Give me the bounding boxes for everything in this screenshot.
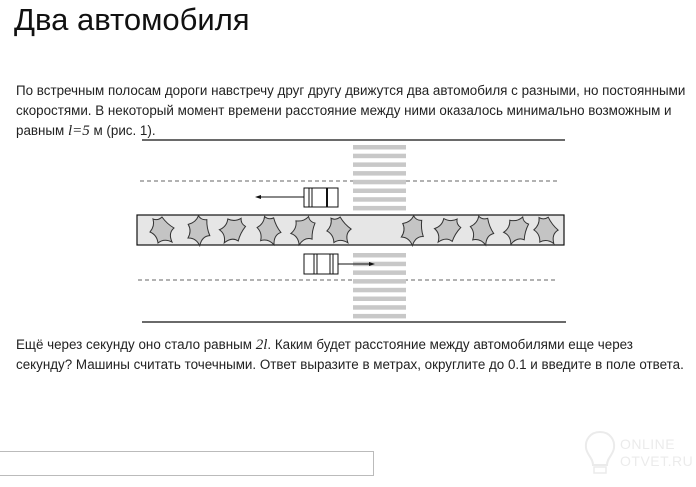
- page-title: Два автомобиля: [14, 2, 250, 37]
- crosswalk-stripe: [353, 179, 406, 185]
- answer-input[interactable]: [0, 451, 374, 476]
- bush: [218, 217, 247, 245]
- lightbulb-icon: [584, 430, 616, 474]
- bush: [149, 216, 175, 244]
- crosswalk-stripe: [353, 153, 406, 159]
- question-text: Ещё через секунду оно стало равным 2l. К…: [16, 335, 686, 375]
- car-lower: [303, 253, 375, 275]
- crosswalk-stripe: [353, 171, 406, 176]
- watermark-line1: ONLINE: [620, 436, 676, 452]
- bush: [187, 214, 211, 248]
- statement-text: По встречным полосам дороги навстречу др…: [16, 83, 686, 138]
- crosswalk-stripe: [353, 270, 406, 275]
- bush: [256, 215, 282, 247]
- crosswalk-stripe: [353, 305, 406, 310]
- statement-text-end: м (рис. 1).: [89, 123, 156, 138]
- crosswalk-stripe: [353, 188, 406, 193]
- crosswalk-stripe: [353, 253, 406, 258]
- road-edges: [142, 139, 566, 323]
- crosswalk-stripe: [353, 313, 406, 319]
- question-text-start: Ещё через секунду оно стало равным: [16, 337, 256, 352]
- crosswalk-stripe: [353, 279, 406, 284]
- question-text-end: . Каким будет расстояние между автомобил…: [16, 337, 684, 372]
- car-upper: [255, 187, 339, 208]
- bush: [533, 216, 560, 245]
- lane-dividers: [138, 180, 560, 281]
- crosswalk-stripe: [353, 261, 406, 267]
- bush: [433, 217, 462, 244]
- crosswalk: [353, 145, 406, 319]
- crosswalk-stripe: [353, 162, 406, 167]
- crosswalk-stripe: [353, 145, 406, 150]
- bush: [289, 215, 316, 247]
- bush: [400, 214, 424, 248]
- crosswalk-stripe: [353, 296, 406, 301]
- crosswalk-stripe: [353, 287, 406, 293]
- bush: [326, 216, 353, 244]
- watermark-line2: OTVET.RU: [620, 453, 694, 469]
- crosswalk-stripe: [353, 205, 406, 211]
- problem-statement: По встречным полосам дороги навстречу др…: [16, 81, 686, 141]
- bush: [469, 215, 495, 247]
- bush: [502, 215, 530, 246]
- bushes: [149, 214, 560, 248]
- distance-formula: l=5: [67, 123, 90, 139]
- crosswalk-stripe: [353, 197, 406, 202]
- distance-formula-2: 2l: [255, 337, 268, 353]
